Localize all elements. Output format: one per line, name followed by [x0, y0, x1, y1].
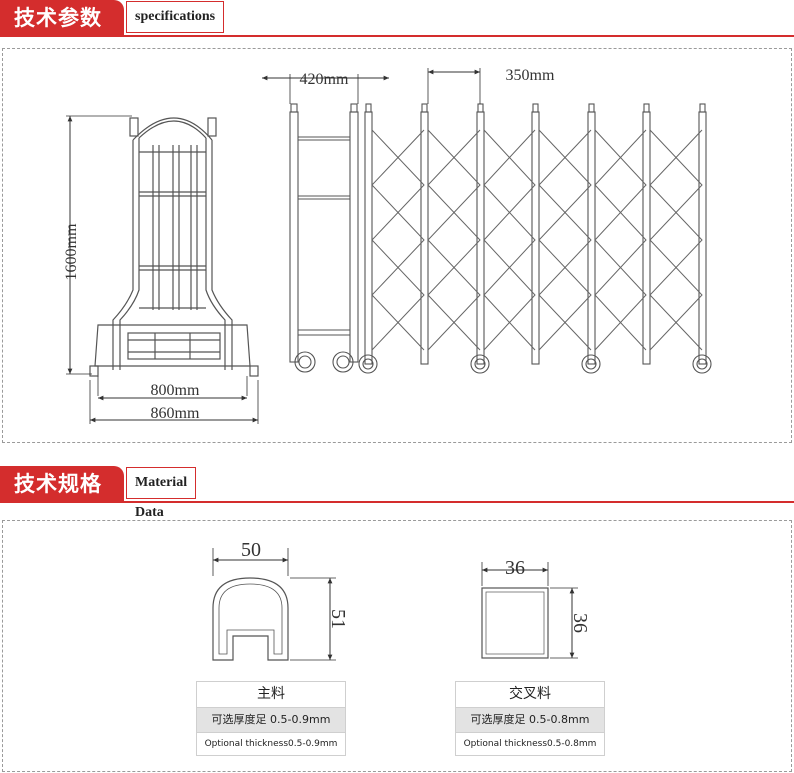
width-inner-label: 800mm [151, 382, 200, 399]
profile-main [212, 548, 336, 661]
gap-350-label: 350mm [506, 67, 555, 84]
material-panel [2, 520, 792, 772]
main-profile-width: 50 [241, 539, 261, 561]
side-view [89, 117, 259, 377]
material-name: 交叉料 [456, 682, 604, 708]
material-table-cross: 交叉料 可选厚度足 0.5-0.8mm Optional thickness0.… [455, 681, 605, 756]
section-title-en: Material Data [126, 467, 197, 520]
material-name: 主料 [197, 682, 345, 708]
cross-profile-height: 36 [569, 613, 591, 633]
width-dimensions: 800mm 860mm [89, 376, 259, 424]
material-table-main: 主料 可选厚度足 0.5-0.9mm Optional thickness0.5… [196, 681, 346, 756]
height-dimension: 1600mm [63, 115, 132, 375]
front-view [289, 103, 712, 374]
gap-420-label: 420mm [300, 71, 349, 88]
section-title-en: specifications [126, 1, 225, 33]
material-thickness-cn: 可选厚度足 0.5-0.8mm [456, 708, 604, 733]
material-thickness-cn: 可选厚度足 0.5-0.9mm [197, 708, 345, 733]
section-underline [0, 35, 794, 37]
main-profile-height: 51 [327, 609, 349, 629]
section-title-cn: 技术参数 [0, 0, 124, 36]
gap-dimensions: 420mm 350mm [262, 67, 555, 104]
material-thickness-en: Optional thickness0.5-0.8mm [463, 739, 597, 749]
material-thickness-en: Optional thickness0.5-0.9mm [204, 739, 338, 749]
section-underline [0, 501, 794, 503]
drawing-panel [2, 48, 792, 443]
width-outer-label: 860mm [151, 405, 200, 422]
profile-cross [481, 562, 578, 659]
section-title-cn: 技术规格 [0, 466, 124, 502]
height-label: 1600mm [63, 223, 80, 280]
cross-profile-width: 36 [505, 557, 525, 579]
